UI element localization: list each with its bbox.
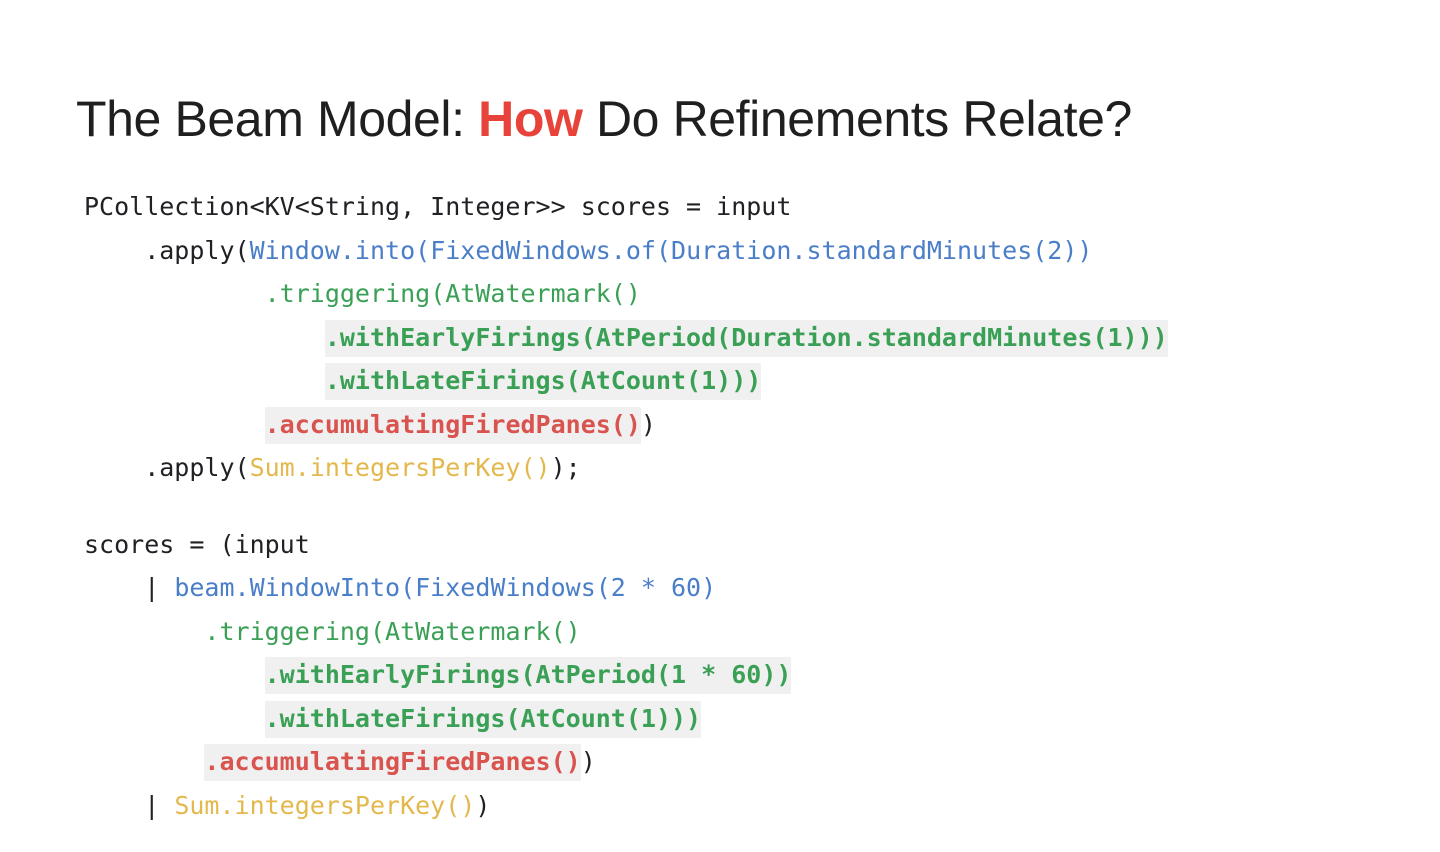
code-line: .apply(Window.into(FixedWindows.of(Durat… (84, 229, 1384, 273)
code-token (84, 660, 265, 689)
code-token-highlighted: .withLateFirings(AtCount(1))) (264, 700, 702, 738)
code-line: .accumulatingFiredPanes()) (84, 740, 1384, 784)
code-token: beam.WindowInto(FixedWindows(2 * 60) (174, 573, 717, 602)
code-block-python: scores = (input | beam.WindowInto(FixedW… (84, 523, 1384, 828)
code-token: scores = (input (84, 529, 310, 559)
code-token (84, 279, 265, 308)
code-token-highlighted: .withEarlyFirings(AtPeriod(Duration.stan… (324, 319, 1168, 357)
code-token (84, 410, 265, 439)
code-token: | (84, 573, 175, 602)
code-line: | Sum.integersPerKey()) (84, 784, 1384, 828)
code-area: PCollection<KV<String, Integer>> scores … (84, 160, 1384, 852)
code-token: .apply( (84, 235, 250, 265)
code-line: PCollection<KV<String, Integer>> scores … (84, 185, 1384, 229)
code-token (84, 366, 325, 395)
page-title-keyword: How (478, 90, 583, 147)
code-line: .apply(Sum.integersPerKey()); (84, 446, 1384, 490)
code-token: | (84, 790, 175, 820)
code-token: .triggering(AtWatermark() (204, 616, 581, 646)
code-line: .withEarlyFirings(AtPeriod(1 * 60)) (84, 653, 1384, 697)
page-title-before: The Beam Model: (76, 90, 479, 147)
code-token: ) (580, 747, 596, 776)
code-line: .triggering(AtWatermark() (84, 272, 1384, 316)
code-token: Window.into(FixedWindows.of(Duration.sta… (249, 235, 1093, 265)
code-token-highlighted: .accumulatingFiredPanes() (264, 406, 641, 444)
code-token (84, 747, 204, 776)
code-token-highlighted: .withLateFirings(AtCount(1))) (324, 363, 762, 400)
code-token-highlighted: .withEarlyFirings(AtPeriod(1 * 60)) (264, 657, 792, 694)
code-token (84, 323, 325, 352)
code-line: .triggering(AtWatermark() (84, 610, 1384, 654)
code-token: ); (550, 453, 581, 482)
code-token: PCollection<KV<String, Integer>> scores … (84, 192, 792, 221)
code-token (84, 617, 204, 646)
code-block-java: PCollection<KV<String, Integer>> scores … (84, 185, 1384, 490)
slide-canvas: The Beam Model: How Do Refinements Relat… (76, 90, 1168, 820)
code-token: Sum.integersPerKey() (174, 790, 476, 820)
code-token: Sum.integersPerKey() (249, 453, 551, 482)
code-line: .withEarlyFirings(AtPeriod(Duration.stan… (84, 316, 1384, 360)
code-token: ) (640, 409, 656, 439)
page-title-after: Do Refinements Relate? (582, 90, 1132, 147)
code-token-highlighted: .accumulatingFiredPanes() (204, 744, 581, 781)
code-line: .accumulatingFiredPanes()) (84, 403, 1384, 447)
code-line: .withLateFirings(AtCount(1))) (84, 697, 1384, 741)
code-token: ) (475, 790, 491, 820)
code-token (84, 704, 265, 733)
code-token: .apply( (84, 453, 250, 482)
code-line: scores = (input (84, 523, 1384, 567)
code-token: .triggering(AtWatermark() (264, 279, 641, 308)
page-title: The Beam Model: How Do Refinements Relat… (76, 90, 1132, 149)
code-line: | beam.WindowInto(FixedWindows(2 * 60) (84, 566, 1384, 610)
code-line: .withLateFirings(AtCount(1))) (84, 359, 1384, 403)
